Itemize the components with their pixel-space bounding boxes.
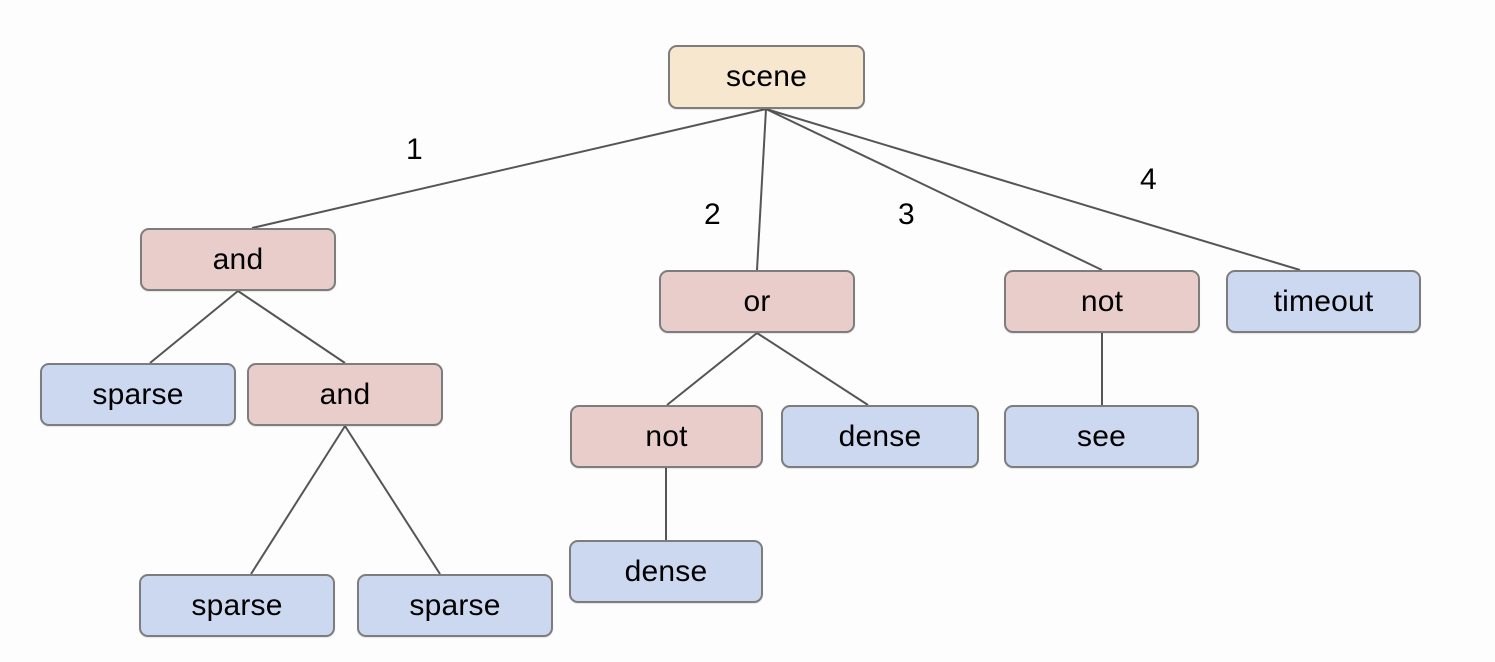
edge-label-1: 1 (406, 133, 423, 166)
tree-node-dense2[interactable]: dense (569, 540, 763, 603)
tree-node-label: timeout (1273, 284, 1374, 318)
tree-node-or1[interactable]: or (659, 270, 855, 333)
tree-node-label: not (1080, 284, 1124, 318)
edge-and1-to-sparse1 (149, 290, 239, 364)
tree-node-label: dense (838, 419, 922, 453)
edge-label-3: 3 (898, 198, 915, 231)
tree-node-scene[interactable]: scene (668, 45, 865, 109)
edge-and2-to-sparse3 (344, 425, 441, 575)
edge-and1-to-and2 (237, 290, 346, 364)
edge-and2-to-sparse2 (250, 425, 346, 575)
tree-node-label: or (743, 284, 771, 318)
tree-node-label: sparse (409, 588, 501, 622)
tree-node-and2[interactable]: and (247, 363, 443, 426)
tree-node-not1[interactable]: not (570, 405, 763, 468)
edge-scene-to-timeout1 (765, 108, 1301, 271)
tree-node-sparse2[interactable]: sparse (139, 574, 335, 637)
tree-node-and1[interactable]: and (140, 228, 336, 291)
tree-node-see1[interactable]: see (1004, 405, 1199, 468)
tree-node-label: sparse (191, 588, 283, 622)
tree-node-label: scene (725, 60, 808, 93)
tree-node-label: see (1077, 419, 1126, 453)
tree-node-label: and (319, 377, 371, 411)
edge-scene-to-not2 (765, 108, 1103, 271)
edge-label-2: 2 (704, 198, 721, 231)
tree-node-dense1[interactable]: dense (781, 405, 979, 468)
tree-node-sparse1[interactable]: sparse (40, 363, 236, 426)
tree-node-timeout1[interactable]: timeout (1226, 270, 1421, 333)
edge-or1-to-dense1 (756, 332, 869, 406)
tree-node-label: sparse (92, 377, 184, 411)
edge-scene-to-or1 (756, 108, 767, 271)
edge-or1-to-not1 (666, 332, 758, 406)
tree-node-label: not (645, 419, 688, 453)
tree-node-sparse3[interactable]: sparse (357, 574, 553, 637)
edge-scene-to-and1 (251, 108, 767, 229)
tree-node-label: dense (624, 554, 708, 588)
edge-label-4: 4 (1140, 163, 1157, 196)
tree-node-not2[interactable]: not (1004, 270, 1200, 333)
tree-node-label: and (212, 242, 264, 276)
